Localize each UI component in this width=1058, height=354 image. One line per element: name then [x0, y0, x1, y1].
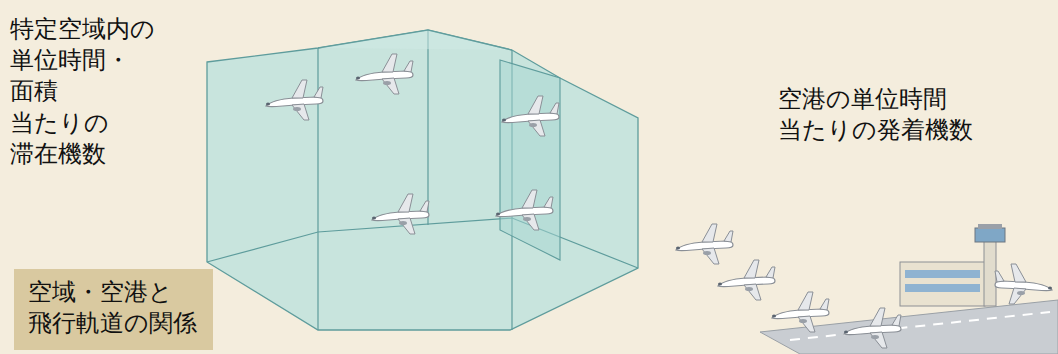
prism-edge: [207, 218, 638, 268]
airplane: [266, 80, 323, 120]
airplane: [496, 190, 553, 230]
title-box: 空域・空港と 飛行軌道の関係: [14, 269, 213, 350]
airspace-prism: [207, 30, 638, 330]
airspace-volume: [207, 30, 638, 330]
airport: [760, 224, 1058, 354]
terminal-windows: [905, 270, 980, 278]
airplane: [676, 224, 733, 264]
runway-marking: [790, 312, 1050, 340]
airplane: [772, 292, 829, 332]
prism-edge: [427, 30, 428, 225]
tower-roof: [978, 224, 1002, 229]
tower-cab: [975, 228, 1005, 242]
caption-label: 空港の単位時間 当たりの発着機数: [778, 84, 973, 146]
airplane: [502, 96, 559, 136]
prism-plane: [500, 60, 560, 260]
airplane: [844, 308, 901, 348]
control-tower: [984, 240, 996, 306]
terminal-building: [900, 262, 985, 306]
title-text: 空域・空港と 飛行軌道の関係: [28, 277, 197, 339]
airplane: [372, 194, 429, 234]
airplane: [995, 264, 1052, 304]
airplane: [356, 54, 413, 94]
terminal-windows: [905, 284, 980, 292]
prism-edge: [318, 30, 512, 50]
caption-label: 特定空域内の 単位時間・面積 当たりの 滞在機数: [10, 14, 155, 170]
airplane: [718, 260, 775, 300]
